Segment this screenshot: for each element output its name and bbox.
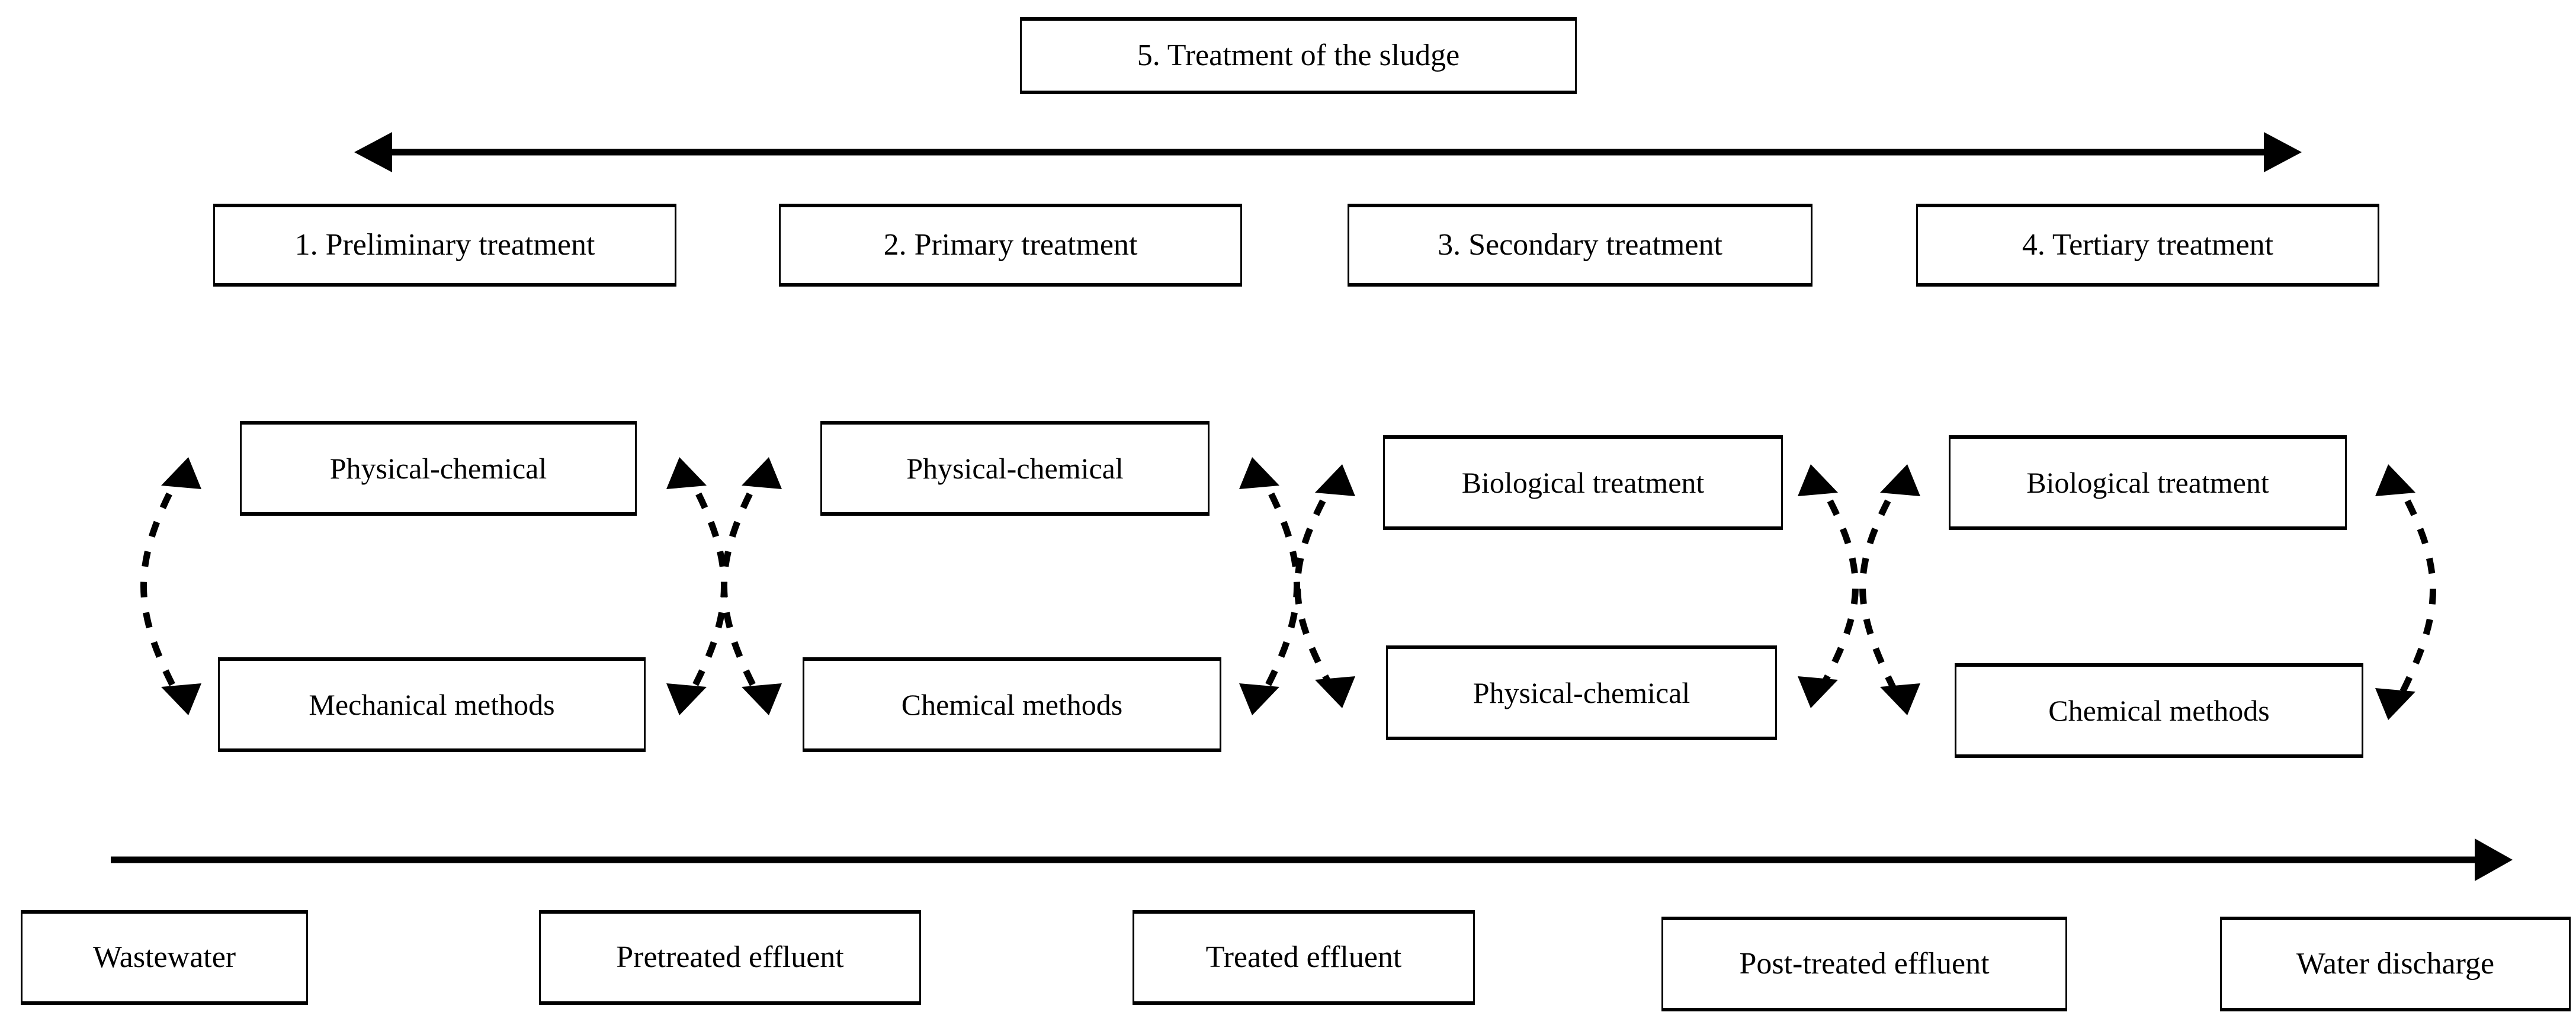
node-label: Post-treated effluent (1739, 946, 1990, 981)
method-link-arrow-col3-left-icon (1294, 464, 1355, 708)
method-link-arrow-col4-left-icon (1859, 464, 1920, 715)
node-flow-wastewater: Wastewater (21, 910, 308, 1005)
node-label: Mechanical methods (309, 687, 555, 721)
node-flow-pretreated-effluent: Pretreated effluent (539, 910, 921, 1005)
method-link-arrow-col1-left-icon (140, 457, 201, 715)
node-label: Treated effluent (1205, 940, 1402, 974)
node-label: Physical-chemical (1473, 676, 1690, 709)
node-stage-3: 3. Secondary treatment (1348, 204, 1812, 287)
node-treatment-of-the-sludge: 5. Treatment of the sludge (1020, 17, 1577, 94)
node-method-tertiary-bottom: Chemical methods (1955, 663, 2363, 758)
node-flow-treated-effluent: Treated effluent (1133, 910, 1475, 1005)
node-label: 5. Treatment of the sludge (1137, 38, 1460, 72)
node-label: Chemical methods (2048, 693, 2270, 727)
node-label: Water discharge (2296, 946, 2495, 981)
node-label: Biological treatment (2026, 465, 2269, 499)
method-link-arrow-col2-left-icon (721, 457, 782, 715)
sludge-span-arrow-icon (354, 132, 2302, 172)
node-stage-4: 4. Tertiary treatment (1916, 204, 2379, 287)
node-label: 2. Primary treatment (883, 227, 1138, 262)
node-label: 1. Preliminary treatment (294, 227, 595, 262)
node-flow-post-treated-effluent: Post-treated effluent (1661, 917, 2067, 1011)
method-link-arrow-col1-right-icon (666, 457, 727, 715)
node-method-primary-top: Physical-chemical (820, 421, 1210, 516)
method-link-arrow-col2-right-icon (1239, 457, 1300, 715)
node-label: Biological treatment (1461, 465, 1705, 499)
node-label: Pretreated effluent (616, 940, 844, 974)
node-label: Physical-chemical (906, 451, 1124, 485)
node-label: 3. Secondary treatment (1438, 227, 1722, 262)
node-label: Physical-chemical (329, 451, 547, 485)
node-stage-1: 1. Preliminary treatment (213, 204, 676, 287)
node-method-preliminary-bottom: Mechanical methods (218, 657, 646, 752)
method-link-arrow-col4-right-icon (2375, 464, 2436, 720)
method-link-arrow-col3-right-icon (1798, 464, 1859, 708)
node-method-secondary-bottom: Physical-chemical (1386, 645, 1777, 740)
node-label: 4. Tertiary treatment (2022, 227, 2274, 262)
node-label: Wastewater (92, 940, 236, 974)
node-stage-2: 2. Primary treatment (779, 204, 1242, 287)
node-method-tertiary-top: Biological treatment (1949, 435, 2347, 530)
node-method-preliminary-top: Physical-chemical (240, 421, 637, 516)
water-flow-arrow-icon (111, 838, 2513, 881)
node-flow-water-discharge: Water discharge (2220, 917, 2571, 1011)
node-method-primary-bottom: Chemical methods (803, 657, 1221, 752)
node-label: Chemical methods (901, 687, 1123, 721)
node-method-secondary-top: Biological treatment (1383, 435, 1783, 530)
